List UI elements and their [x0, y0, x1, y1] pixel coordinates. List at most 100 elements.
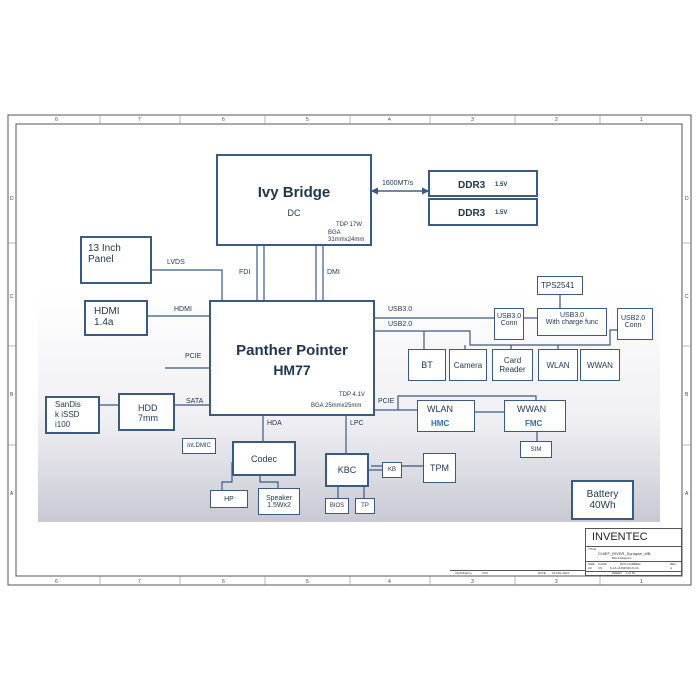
- sheet-caption: SHEET: [612, 571, 623, 575]
- row-marker: B: [685, 392, 689, 398]
- issd-label: SanDis k iSSD i100: [55, 400, 81, 429]
- tp-label: TP: [361, 503, 369, 509]
- issd-block: SanDis k iSSD i100: [45, 396, 100, 434]
- cpu-pkg: BGA: [328, 230, 341, 236]
- usb30-conn-label: USB3.0 Conn: [497, 313, 522, 327]
- change-row-line: [450, 570, 585, 571]
- cpu-block: Ivy Bridge DC TDP 17W BGA 31mmx24mm: [216, 154, 372, 246]
- col-marker: 5: [306, 579, 309, 585]
- row-marker: C: [10, 294, 14, 300]
- kbc-block: KBC: [325, 453, 369, 487]
- ddr3-label: DDR3: [458, 208, 486, 219]
- tps2541-label: TPS2541: [541, 281, 575, 290]
- sheet-value: 1 of 91: [626, 571, 636, 575]
- row-marker: A: [685, 491, 689, 497]
- card-reader-block: Card Reader: [492, 349, 533, 381]
- camera-label: Camera: [453, 360, 483, 370]
- tpm-block: TPM: [423, 453, 456, 483]
- date-value: 19-Mar-2012: [552, 571, 570, 575]
- hp-block: HP: [210, 490, 248, 508]
- rev-value: A: [670, 566, 673, 570]
- row-marker: B: [10, 392, 14, 398]
- col-marker: 7: [138, 117, 141, 123]
- kbc-label: KBC: [337, 465, 357, 475]
- panel-block: 13 Inch Panel: [80, 236, 152, 284]
- hdmi-signal-label: HDMI: [174, 306, 192, 313]
- title-block: INVENTEC TITLE CHIEF_RIVER_Synapse_MB Bl…: [585, 528, 682, 576]
- pcie-left-label: PCIE: [185, 353, 202, 360]
- hdmi-label: HDMI 1.4a: [94, 306, 120, 328]
- row-marker: A: [10, 491, 14, 497]
- kb-block: KB: [382, 462, 402, 478]
- size-caption: SIZE: [588, 562, 595, 566]
- hdd-block: HDD 7mm: [118, 393, 175, 431]
- doc-block: Block Diagram: [612, 556, 632, 560]
- wlan-block: WLAN HMC: [417, 400, 475, 432]
- wlan-top-block: WLAN: [538, 349, 578, 381]
- wwan-top-label: WWAN: [587, 360, 613, 370]
- wlan-top-label: WLAN: [546, 360, 570, 370]
- hdmi-block: HDMI 1.4a: [84, 300, 148, 336]
- pch-tdp: TDP 4.1V: [339, 392, 365, 398]
- code-value: CS: [598, 566, 603, 570]
- lpc-label: LPC: [350, 420, 364, 427]
- usb20-conn-label: USB2.0 Conn: [621, 315, 646, 329]
- col-marker: 4: [388, 579, 391, 585]
- kb-label: KB: [387, 467, 396, 473]
- pch-name: Panther Pointer: [236, 342, 348, 359]
- usb30-signal-label: USB3.0: [388, 306, 413, 313]
- speaker-label: Speaker 1.5Wx2: [265, 494, 293, 509]
- col-marker: 2: [555, 117, 558, 123]
- tps2541-block: TPS2541: [537, 276, 583, 295]
- col-marker: 4: [388, 117, 391, 123]
- battery-block: Battery 40Wh: [571, 480, 634, 520]
- int-dmic-label: Int.DMIC: [187, 443, 211, 449]
- col-marker: 1: [640, 579, 643, 585]
- ddr3-label: DDR3: [458, 180, 486, 191]
- doc-number: 6-1A-11392N03-6-N/L: [610, 566, 640, 570]
- title-caption: TITLE: [588, 547, 597, 551]
- speaker-block: Speaker 1.5Wx2: [258, 488, 300, 515]
- doc-title: CHIEF_RIVER_Synapse_MB: [598, 551, 651, 556]
- panel-label: 13 Inch Panel: [88, 243, 121, 265]
- col-marker: 6: [222, 579, 225, 585]
- wwan-label: WWAN: [517, 404, 547, 414]
- usb30-charge-block: USB3.0 With charge func: [537, 308, 607, 336]
- wwan-top-block: WWAN: [580, 349, 620, 381]
- row-marker: D: [685, 196, 689, 202]
- col-marker: 6: [55, 117, 58, 123]
- row-marker: C: [685, 294, 689, 300]
- hmc-label: HMC: [431, 419, 450, 428]
- bt-label: BT: [421, 360, 433, 370]
- size-value: A3: [588, 566, 592, 570]
- bt-block: BT: [408, 349, 446, 381]
- hp-label: HP: [224, 495, 234, 503]
- camera-block: Camera: [449, 349, 487, 381]
- ddr3-slot-1: DDR3 1.5V: [428, 170, 538, 197]
- col-marker: 7: [138, 579, 141, 585]
- ddr3-slot-2: DDR3 1.5V: [428, 198, 538, 226]
- codec-block: Codec: [232, 441, 296, 476]
- card-reader-label: Card Reader: [499, 356, 526, 374]
- code-caption: CODE: [598, 562, 607, 566]
- hdd-label: HDD 7mm: [138, 403, 158, 423]
- col-marker: 1: [640, 117, 643, 123]
- usb20-conn-block: USB2.0 Conn: [617, 308, 653, 340]
- hda-label: HDA: [267, 420, 282, 427]
- change-caption: CHANGE by: [455, 571, 472, 575]
- pch-block: Panther Pointer HM77 TDP 4.1V BGA 25mmx2…: [209, 300, 375, 416]
- mem-link-label: 1600MT/s: [382, 180, 414, 187]
- col-marker: 3: [471, 117, 474, 123]
- sim-block: SIM: [520, 441, 552, 458]
- change-value: XXX: [482, 571, 489, 575]
- cpu-name: Ivy Bridge: [257, 184, 331, 201]
- sim-label: SIM: [530, 446, 542, 453]
- wwan-block: WWAN FMC: [504, 400, 566, 432]
- usb30-conn-block: USB3.0 Conn: [494, 308, 524, 340]
- row-marker: D: [10, 196, 14, 202]
- rev-caption: REV: [670, 562, 677, 566]
- tpm-label: TPM: [430, 463, 449, 473]
- sata-label: SATA: [186, 398, 204, 405]
- bios-label: BIOS: [329, 503, 345, 509]
- tp-block: TP: [355, 498, 375, 514]
